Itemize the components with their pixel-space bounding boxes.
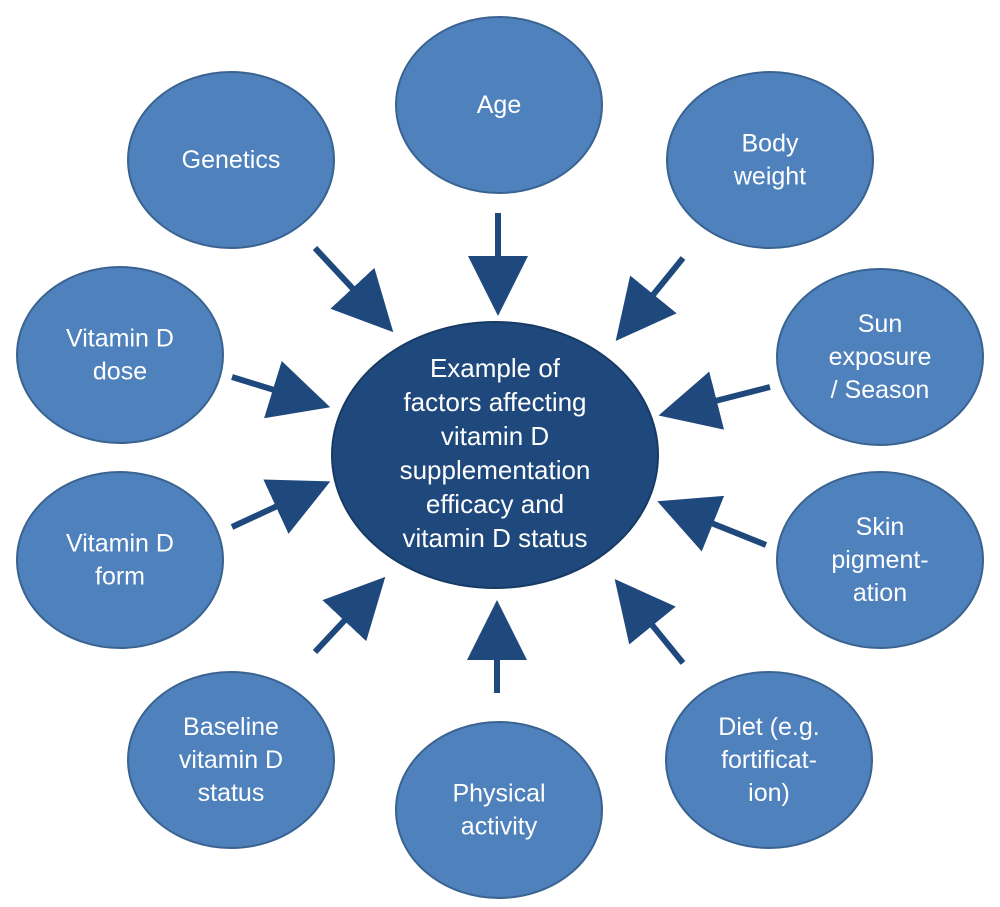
arrow-diet [614, 579, 686, 665]
factor-label-age-line-1: Age [477, 91, 521, 119]
factor-label-sun-exposure-season-line-3: / Season [831, 376, 930, 404]
factor-node-diet: Diet (e.g. fortificat-ion) [665, 671, 873, 849]
factor-ellipse-genetics [127, 71, 335, 249]
factor-label-skin-pigmentation-line-3: ation [853, 579, 907, 607]
factor-node-genetics: Genetics [127, 71, 335, 249]
factor-ellipse-skin-pigmentation [776, 471, 984, 649]
factor-label-diet-line-1: Diet (e.g. [718, 713, 819, 741]
arrow-skin-pigmentation [657, 495, 768, 552]
factor-label-body-weight-line-1: Body [742, 130, 799, 158]
arrows [230, 213, 771, 693]
center-node: Example of factors affecting vitamin D supp… [331, 321, 659, 589]
factor-ellipse-diet [665, 671, 873, 849]
center-label-line-6: vitamin D status [403, 523, 588, 553]
arrow-vitamin-d-dose [231, 360, 331, 419]
factor-label-baseline-vitamin-d-status-line-1: Baseline [183, 713, 279, 741]
factor-ellipse-vitamin-d-form [16, 471, 224, 649]
factor-label-sun-exposure-season-line-2: exposure [829, 343, 932, 371]
center-ellipse [331, 321, 659, 589]
arrow-sun-exposure-season [658, 371, 771, 430]
center-label-line-3: vitamin D [441, 421, 549, 451]
factor-ellipse-physical-activity [395, 721, 603, 899]
factor-ellipse-age [395, 16, 603, 194]
factor-node-age: Age [395, 16, 603, 194]
factor-label-sun-exposure-season-line-1: Sun [858, 310, 902, 338]
center-label-line-1: Example of [430, 353, 561, 383]
factor-label-body-weight-line-2: weight [733, 163, 806, 191]
factor-node-physical-activity: Physical activity [395, 721, 603, 899]
factor-node-body-weight: Body weight [666, 71, 874, 249]
arrow-vitamin-d-form [230, 479, 331, 534]
factor-label-baseline-vitamin-d-status-line-2: vitamin D [179, 746, 283, 774]
factor-node-sun-exposure-season: Sun exposure / Season [776, 268, 984, 446]
factor-label-vitamin-d-form-line-2: form [95, 563, 145, 591]
factor-label-vitamin-d-dose-line-2: dose [93, 358, 147, 386]
arrow-body-weight [615, 256, 686, 341]
factor-label-genetics-line-1: Genetics [182, 146, 281, 174]
arrow-baseline-vitamin-d-status [312, 576, 386, 655]
factor-label-diet-line-2: fortificat- [721, 746, 817, 774]
factor-node-vitamin-d-dose: Vitamin D dose [16, 266, 224, 444]
factor-node-skin-pigmentation: Skin pigment-ation [776, 471, 984, 649]
factor-ellipse-body-weight [666, 71, 874, 249]
factor-label-skin-pigmentation-line-2: pigment- [831, 546, 928, 574]
factor-ellipse-vitamin-d-dose [16, 266, 224, 444]
factor-ellipse-baseline-vitamin-d-status [127, 671, 335, 849]
arrow-genetics [312, 245, 394, 333]
factor-node-baseline-vitamin-d-status: Baseline vitamin D status [127, 671, 335, 849]
factor-label-skin-pigmentation-line-1: Skin [856, 513, 905, 541]
center-label-line-4: supplementation [400, 455, 591, 485]
center-label-line-2: factors affecting [403, 387, 586, 417]
center-label-line-5: efficacy and [426, 489, 564, 519]
factor-label-vitamin-d-dose-line-1: Vitamin D [66, 325, 174, 353]
factor-label-physical-activity-line-1: Physical [452, 780, 545, 808]
factor-label-baseline-vitamin-d-status-line-3: status [198, 779, 265, 807]
factor-label-diet-line-3: ion) [748, 779, 790, 807]
factor-ellipse-sun-exposure-season [776, 268, 984, 446]
factor-label-physical-activity-line-2: activity [461, 813, 538, 841]
factor-node-vitamin-d-form: Vitamin D form [16, 471, 224, 649]
factor-label-vitamin-d-form-line-1: Vitamin D [66, 530, 174, 558]
